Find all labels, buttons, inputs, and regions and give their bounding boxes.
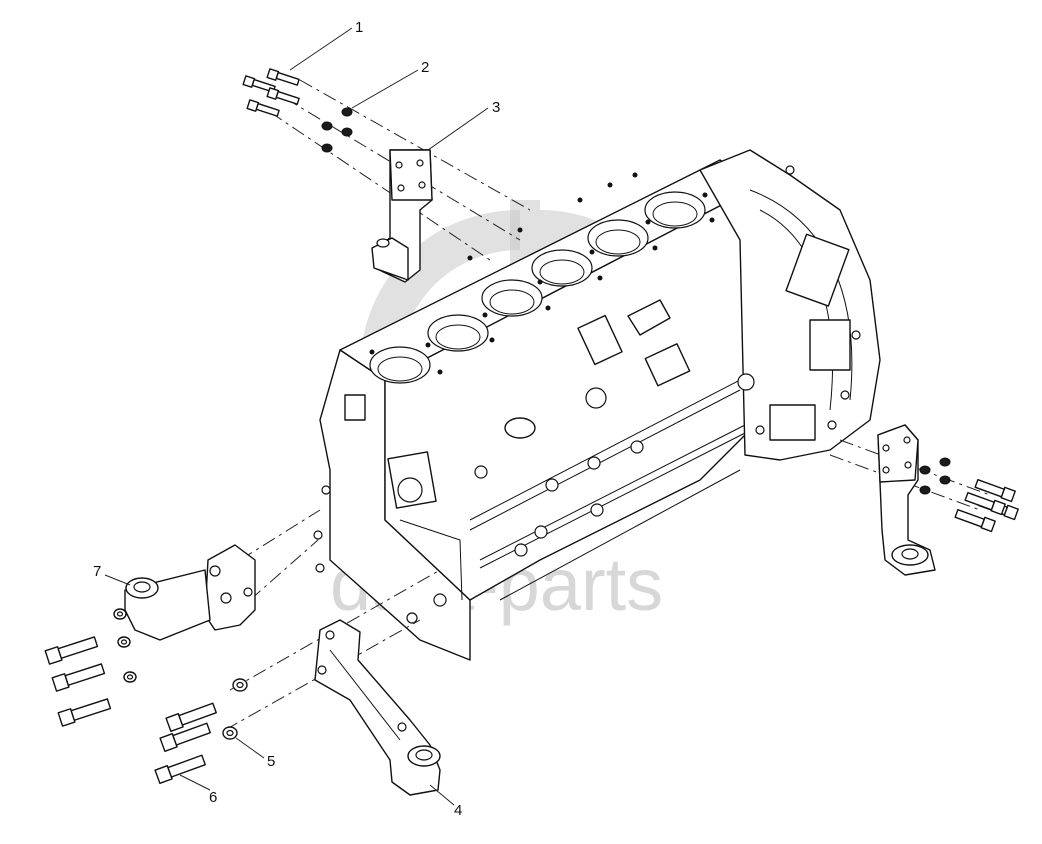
bolts-front-left <box>44 636 112 727</box>
callout-label-7: 7 <box>93 563 101 580</box>
washers-right <box>919 457 951 495</box>
washers-top-part-2 <box>321 107 353 153</box>
bracket-part-3 <box>371 149 433 283</box>
callout-3: 3 <box>427 99 500 151</box>
callout-4: 4 <box>429 784 462 819</box>
callout-label-6: 6 <box>209 789 217 806</box>
bolts-top-part-1 <box>242 68 300 117</box>
callout-1: 1 <box>289 19 363 71</box>
bolts-part-6 <box>154 702 217 785</box>
callout-label-4: 4 <box>454 802 462 819</box>
engine-block <box>313 149 881 661</box>
bolts-right <box>954 478 1019 533</box>
washers-part-5 <box>222 678 248 740</box>
callout-5: 5 <box>235 737 275 770</box>
callout-6: 6 <box>179 774 217 806</box>
callout-7: 7 <box>93 563 131 586</box>
bracket-part-7 <box>124 544 256 641</box>
callout-label-1: 1 <box>355 19 363 36</box>
washers-front-left <box>113 608 137 683</box>
bracket-part-4 <box>314 619 441 796</box>
callout-label-5: 5 <box>267 753 275 770</box>
bracket-right-rear <box>877 424 936 576</box>
callout-label-3: 3 <box>492 99 500 116</box>
callout-2: 2 <box>351 59 429 109</box>
callout-label-2: 2 <box>421 59 429 76</box>
